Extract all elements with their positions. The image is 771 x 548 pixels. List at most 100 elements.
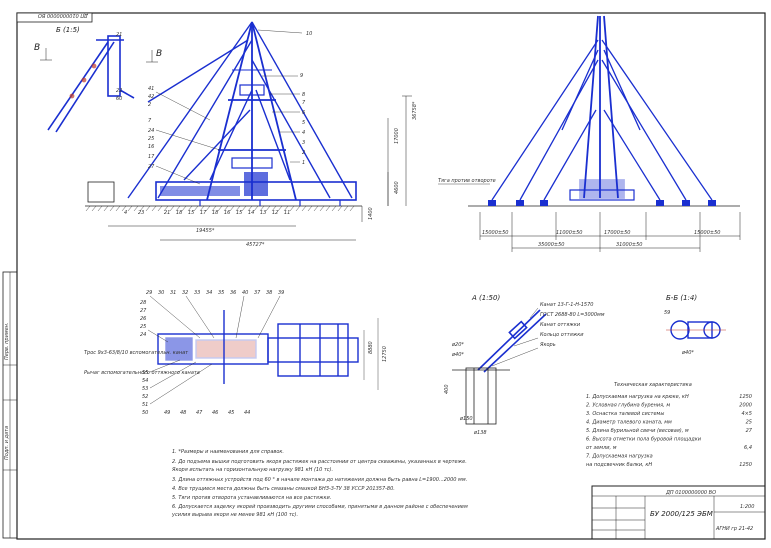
view-a-label: А (1:50) xyxy=(471,294,500,302)
svg-text:44: 44 xyxy=(244,410,250,416)
svg-text:23: 23 xyxy=(138,210,144,216)
svg-text:2: 2 xyxy=(302,150,305,156)
a-dim-2: 400 xyxy=(444,384,450,394)
dim-span-total: 45727* xyxy=(246,242,265,248)
section-v-left: В xyxy=(34,43,40,53)
note-1: 2. До подъема вышки подготовить якоря ра… xyxy=(172,459,467,465)
spec-label-3: 4. Диаметр талевого каната, мм xyxy=(586,420,672,426)
note-5: 5. Тяги против отворота устанавливаются … xyxy=(172,495,331,501)
side-mast xyxy=(569,15,635,201)
title-name: БУ 2000/125 ЭБМ xyxy=(650,510,713,518)
svg-text:7: 7 xyxy=(302,100,306,106)
svg-text:4: 4 xyxy=(302,130,305,136)
bb-dim: ø40* xyxy=(681,350,694,356)
svg-text:30: 30 xyxy=(158,290,164,296)
spec-label-1: 2. Условная глубина бурения, м xyxy=(586,403,670,409)
a-dim-0: ø20* xyxy=(451,342,464,348)
spec-label-6: от земли, м xyxy=(586,445,617,451)
svg-text:2: 2 xyxy=(148,102,151,108)
spec-value-1: 2000 xyxy=(739,403,752,409)
spec-value-6: 6,4 xyxy=(744,445,752,451)
right-dim-4: 35000±50 xyxy=(538,242,564,248)
guy-left-label: Трос 9х3-63/8/10 вспомогательн. канат xyxy=(84,350,189,356)
tech-spec: Техническая характеристика 1. Допускаема… xyxy=(586,382,753,468)
drawing-code-rotated: ДП 0100000000 ВО xyxy=(38,12,89,18)
dim-plan-h1: 8880 xyxy=(368,341,374,354)
svg-text:24: 24 xyxy=(148,128,154,134)
svg-text:27: 27 xyxy=(140,308,147,314)
svg-text:53: 53 xyxy=(142,386,148,392)
svg-text:59: 59 xyxy=(664,310,670,316)
svg-text:49: 49 xyxy=(164,410,170,416)
section-v-right: В xyxy=(156,49,162,59)
tech-spec-title: Техническая характеристика xyxy=(614,382,692,388)
svg-text:1: 1 xyxy=(302,160,305,166)
a-dim-1: ø40* xyxy=(451,352,464,358)
note-2: Якоря испытать на горизонтальную нагрузк… xyxy=(171,467,333,473)
svg-text:21: 21 xyxy=(116,32,122,38)
svg-text:15: 15 xyxy=(236,210,242,216)
svg-text:60: 60 xyxy=(116,96,122,102)
svg-text:Якорь: Якорь xyxy=(539,342,556,348)
guy-lines xyxy=(127,21,353,199)
svg-text:17: 17 xyxy=(148,154,155,160)
title-code: ДП 0100000000 ВО xyxy=(665,490,716,496)
svg-text:12: 12 xyxy=(272,210,278,216)
svg-text:13: 13 xyxy=(260,210,266,216)
svg-text:29: 29 xyxy=(146,290,152,296)
title-block: ДП 0100000000 ВО БУ 2000/125 ЭБМ АГНИ гр… xyxy=(591,485,766,540)
svg-text:ГОСТ 2688-80 L=3000мм: ГОСТ 2688-80 L=3000мм xyxy=(540,312,605,318)
spec-label-7: 7. Допускаемая нагрузка xyxy=(586,454,653,460)
right-dim-3: 15000±50 xyxy=(694,230,720,236)
a-dim-3: ø150 xyxy=(459,416,473,422)
svg-text:28: 28 xyxy=(140,300,146,306)
dim-plan-h2: 12750 xyxy=(382,346,388,362)
a-notes: Канат 13-Г-1-Н-1570 ГОСТ 2688-80 L=3000м… xyxy=(539,302,605,348)
svg-text:36: 36 xyxy=(230,290,236,296)
svg-text:26: 26 xyxy=(140,316,146,322)
note-6: 6. Допускается заделку якорей производит… xyxy=(172,504,468,510)
svg-text:6: 6 xyxy=(302,110,305,116)
spec-label-4: 5. Длина бурильной свечи (весовая), м xyxy=(586,428,689,434)
svg-text:39: 39 xyxy=(278,290,284,296)
margin-label-1: Перв. примен. xyxy=(4,322,10,360)
svg-text:34: 34 xyxy=(206,290,212,296)
svg-text:48: 48 xyxy=(180,410,186,416)
spec-value-0: 1250 xyxy=(739,394,752,400)
spec-value-2: 4×5 xyxy=(741,411,752,417)
dim-height-total: 36758* xyxy=(412,101,418,120)
svg-text:14: 14 xyxy=(248,210,254,216)
svg-text:1:200: 1:200 xyxy=(740,504,754,510)
dim-span-left: 19455* xyxy=(196,228,215,234)
notes-block: 1. *Размеры и наименования для справок. … xyxy=(171,449,468,518)
svg-text:55: 55 xyxy=(142,370,148,376)
svg-text:18: 18 xyxy=(176,210,182,216)
guy-left-label-2: Рычаг вспомогательного оттяжного каната xyxy=(84,370,200,376)
svg-text:Кольцо оттяжки: Кольцо оттяжки xyxy=(540,332,584,338)
view-b-label: Б (1:5) xyxy=(56,26,80,34)
svg-text:21: 21 xyxy=(164,210,170,216)
svg-text:7: 7 xyxy=(148,118,152,124)
spec-label-0: 1. Допускаемая нагрузка на крюке, кН xyxy=(586,394,689,400)
spec-label-5: 6. Высота отметки пола буровой площадки xyxy=(586,437,702,443)
svg-text:32: 32 xyxy=(182,290,188,296)
svg-text:51: 51 xyxy=(142,402,148,408)
svg-text:25: 25 xyxy=(148,136,154,142)
substructure xyxy=(87,172,357,206)
spec-value-8: 1250 xyxy=(739,462,752,468)
svg-text:35: 35 xyxy=(218,290,224,296)
a-dim-4: ø138 xyxy=(473,430,487,436)
svg-text:22: 22 xyxy=(116,88,122,94)
svg-text:37: 37 xyxy=(254,290,261,296)
svg-text:9: 9 xyxy=(300,73,303,79)
ground-hatch xyxy=(85,205,355,212)
spec-value-4: 27 xyxy=(746,428,753,434)
note-7: усилия вырыва якоря не менее 981 кН (100… xyxy=(171,512,298,518)
spec-label-2: 3. Оснастка талевой системы xyxy=(586,411,664,417)
